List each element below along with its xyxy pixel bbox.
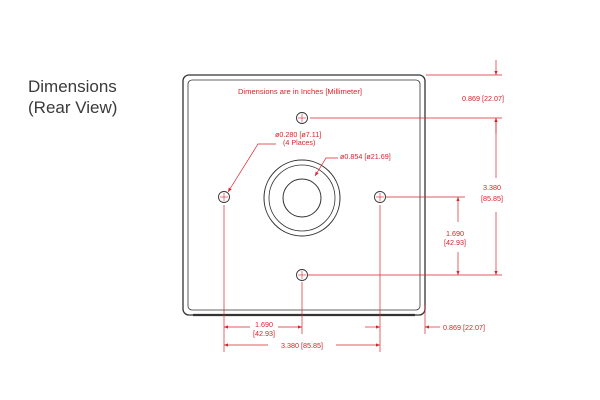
hole-right bbox=[374, 191, 386, 203]
hole-bottom bbox=[296, 269, 308, 281]
drawing-heading: Dimensions (Rear View) bbox=[28, 76, 117, 118]
mounting-holes bbox=[218, 112, 386, 281]
hole-top bbox=[296, 112, 308, 124]
top-offset-label: 0.869 [22.07] bbox=[462, 94, 504, 103]
vertical-full-mm-label: [85.85] bbox=[481, 194, 503, 203]
vertical-half-label: 1.690 bbox=[446, 229, 464, 238]
hole-left bbox=[218, 191, 230, 203]
dimension-lines bbox=[223, 60, 502, 352]
center-boss bbox=[263, 159, 341, 237]
dimension-labels: Dimensions are in Inches [Millimeter] 0.… bbox=[238, 87, 504, 350]
side-offset-label: 0.869 [22.07] bbox=[443, 323, 485, 332]
vertical-full-label: 3.380 bbox=[483, 183, 501, 192]
hole-count-label: (4 Places) bbox=[283, 138, 315, 147]
hole-center-marks bbox=[220, 114, 384, 279]
hole-diameter-label: ø0.280 [ø7.11] bbox=[275, 130, 321, 139]
horizontal-half-label: 1.690 bbox=[255, 320, 273, 329]
plate-outline bbox=[182, 74, 426, 317]
horizontal-full-label: 3.380 [85.85] bbox=[281, 341, 323, 350]
units-note: Dimensions are in Inches [Millimeter] bbox=[238, 87, 362, 96]
center-diameter-label: ø0.854 [ø21.69] bbox=[340, 152, 391, 161]
horizontal-half-mm-label: [42.93] bbox=[253, 329, 275, 338]
heading-title: Dimensions bbox=[28, 77, 117, 96]
heading-subtitle: (Rear View) bbox=[28, 98, 118, 117]
vertical-half-mm-label: [42.93] bbox=[444, 238, 466, 247]
